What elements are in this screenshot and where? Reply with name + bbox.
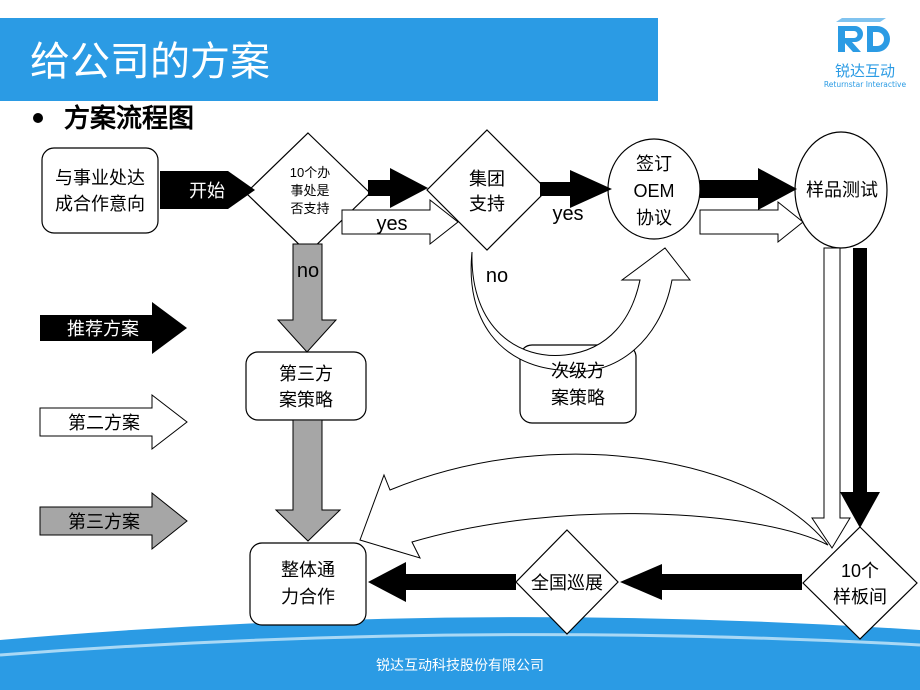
footer-wave bbox=[0, 617, 920, 690]
curved-arrow-no bbox=[470, 247, 692, 373]
oem-line1: 签订 bbox=[636, 154, 672, 174]
curved-return-arrow bbox=[359, 453, 829, 559]
page-title: 给公司的方案 bbox=[30, 39, 270, 85]
yes-label-2: yes bbox=[552, 203, 583, 225]
start-box bbox=[41, 147, 159, 234]
arrow-group-to-oem bbox=[540, 170, 612, 208]
decision-offices-line3: 否支持 bbox=[290, 201, 329, 216]
decision-group-line2: 支持 bbox=[469, 194, 505, 214]
arrow-test-down-black bbox=[840, 248, 880, 528]
arrow-test-down-white bbox=[811, 247, 851, 549]
start-box-line2: 成合作意向 bbox=[55, 194, 145, 214]
oem-line3: 协议 bbox=[636, 208, 672, 228]
arrow-offices-to-group bbox=[368, 168, 428, 208]
decision-group-line1: 集团 bbox=[469, 169, 505, 189]
legend-recommended-arrow bbox=[40, 302, 187, 354]
logo-english-name: Returnstar Interactive bbox=[823, 80, 907, 89]
logo-chinese-name: 锐达互动 bbox=[834, 62, 895, 80]
arrow-yes-to-group bbox=[341, 198, 459, 246]
decision-offices-line2: 事处是 bbox=[290, 183, 329, 198]
decision-offices-line1: 10个办 bbox=[290, 165, 330, 180]
sub-strategy-line1: 次级方 bbox=[551, 361, 605, 381]
arrow-no-to-third bbox=[276, 243, 338, 353]
third-strategy-line1: 第三方 bbox=[279, 364, 333, 384]
no-label-1: no bbox=[297, 260, 319, 282]
legend-second-label: 第二方案 bbox=[68, 413, 140, 433]
arrow-oem-to-test bbox=[700, 168, 797, 210]
start-arrow bbox=[160, 171, 255, 209]
legend-second-arrow bbox=[39, 393, 188, 451]
legend-third-label: 第三方案 bbox=[68, 512, 140, 532]
showrooms-line1: 10个 bbox=[841, 561, 879, 581]
footer-company: 锐达互动科技股份有限公司 bbox=[376, 658, 544, 674]
returnstar-logo bbox=[836, 18, 890, 52]
start-label: 开始 bbox=[189, 181, 225, 201]
sub-strategy-line2: 案策略 bbox=[551, 388, 605, 408]
tour-diamond bbox=[515, 529, 619, 635]
yes-label-1: yes bbox=[376, 213, 407, 235]
start-box-line1: 与事业处达 bbox=[55, 168, 145, 188]
arrow-oem-to-test-second bbox=[699, 200, 804, 244]
overall-line1: 整体通 bbox=[281, 560, 335, 580]
legend-recommended-label: 推荐方案 bbox=[67, 319, 139, 339]
arrow-tour-to-overall bbox=[368, 562, 516, 602]
oem-line2: OEM bbox=[633, 181, 674, 201]
showrooms-line2: 样板间 bbox=[833, 587, 887, 607]
title-bar bbox=[0, 18, 658, 101]
bullet-dot bbox=[33, 113, 43, 123]
no-label-2: no bbox=[486, 265, 508, 287]
legend-third-arrow bbox=[39, 491, 188, 551]
arrow-third-to-overall bbox=[274, 419, 342, 542]
arrow-showrooms-to-tour bbox=[620, 564, 802, 600]
sample-test-label: 样品测试 bbox=[806, 180, 878, 200]
decision-group bbox=[426, 129, 548, 251]
section-heading: 方案流程图 bbox=[64, 104, 195, 134]
overall-line2: 力合作 bbox=[281, 587, 335, 607]
tour-label: 全国巡展 bbox=[531, 573, 603, 593]
overall-cooperation-box bbox=[249, 542, 367, 626]
third-strategy-line2: 案策略 bbox=[279, 390, 333, 410]
showrooms-diamond bbox=[802, 526, 918, 640]
